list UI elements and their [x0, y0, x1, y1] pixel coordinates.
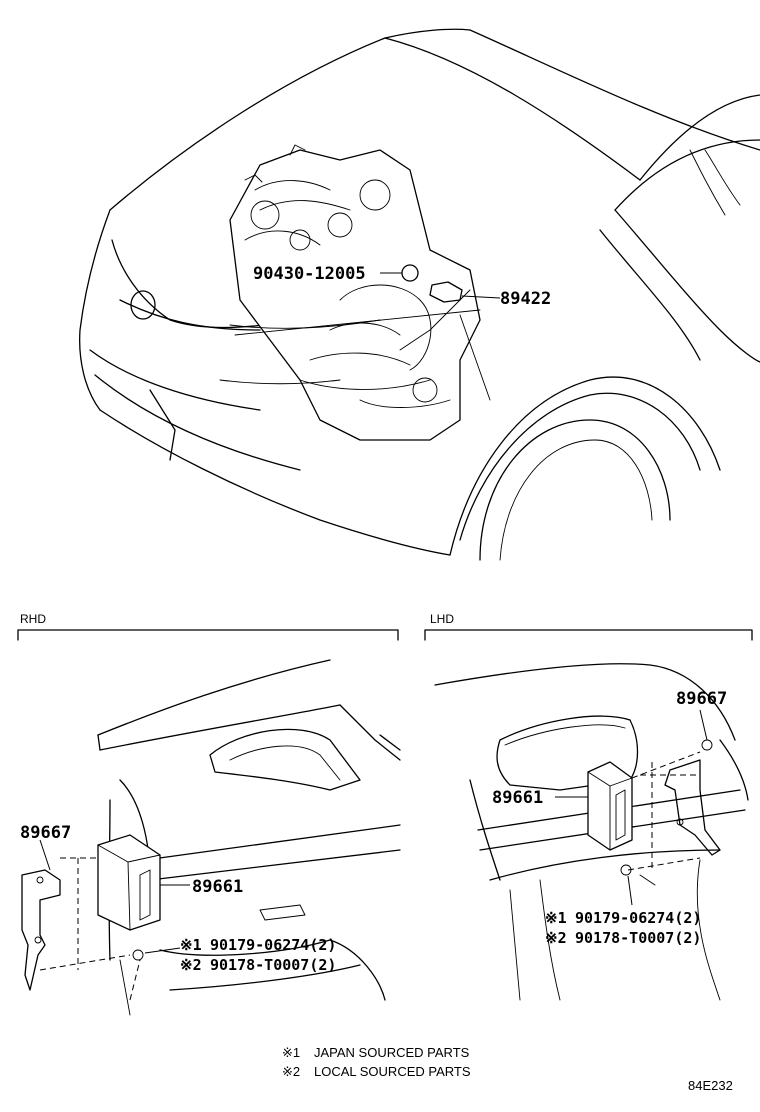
- lhd-nut-icon: [620, 864, 632, 876]
- rhd-note1-part: 90179-06274(2): [210, 936, 336, 954]
- rhd-nut-icon: [132, 949, 144, 961]
- rhd-note1-mark: ※1: [180, 936, 202, 954]
- rhd-bracket-icon: [21, 869, 61, 991]
- label-89422: 89422: [500, 289, 551, 309]
- lhd-bracket-icon: [664, 759, 721, 856]
- rhd-note2-mark: ※2: [180, 956, 202, 974]
- lhd-label-89661: 89661: [492, 788, 543, 808]
- legend-note2-mark: ※2: [282, 1064, 300, 1079]
- rhd-section: RHD: [17, 612, 401, 1016]
- rhd-label-89661: 89661: [192, 877, 243, 897]
- label-90430-12005: 90430-12005: [253, 264, 366, 284]
- rhd-note2-part: 90178-T0007(2): [210, 956, 336, 974]
- lhd-note2-mark: ※2: [545, 929, 567, 947]
- legend-note1-mark: ※1: [282, 1045, 300, 1060]
- lhd-bracket-line: [424, 629, 753, 641]
- legend-note1-text: JAPAN SOURCED PARTS: [314, 1045, 470, 1060]
- rhd-title: RHD: [20, 612, 46, 626]
- vehicle-front-illustration: [79, 28, 760, 561]
- lhd-title: LHD: [430, 612, 454, 626]
- legend: ※1 JAPAN SOURCED PARTS ※2 LOCAL SOURCED …: [282, 1045, 471, 1079]
- lhd-note1-mark: ※1: [545, 909, 567, 927]
- legend-note2-text: LOCAL SOURCED PARTS: [314, 1064, 471, 1079]
- lhd-label-89667: 89667: [676, 689, 727, 709]
- rhd-label-89667: 89667: [20, 823, 71, 843]
- rhd-bracket-line: [17, 629, 399, 641]
- reference-code: 84E232: [688, 1078, 733, 1093]
- lhd-note1-part: 90179-06274(2): [575, 909, 701, 927]
- lhd-section: LHD: [424, 612, 753, 1001]
- lhd-note2-part: 90178-T0007(2): [575, 929, 701, 947]
